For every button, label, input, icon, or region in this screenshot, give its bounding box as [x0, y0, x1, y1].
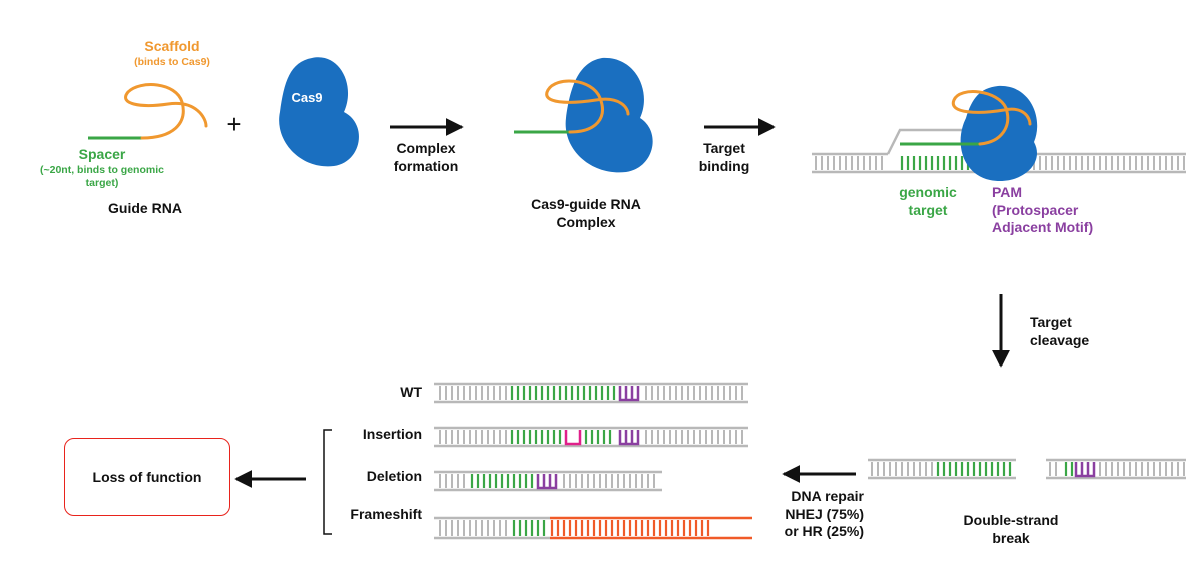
pam-line-1: PAM	[992, 184, 1023, 200]
pam-marker	[536, 474, 558, 490]
target-binding-2: binding	[698, 157, 750, 174]
outcome-frameshift-dna	[434, 516, 752, 540]
cas9-protein	[279, 57, 359, 167]
pam-label: PAM (Protospacer Adjacent Motif)	[992, 184, 1132, 237]
spacer-label: Spacer (~20nt, binds to genomic target)	[22, 146, 182, 190]
outcome-wt-dna	[434, 382, 748, 404]
dna-repair-2: NHEJ (75%)	[785, 505, 864, 522]
scaffold-label: Scaffold (binds to Cas9)	[112, 38, 232, 69]
scaffold-sub: (binds to Cas9)	[134, 55, 210, 68]
dsb-line-1: Double-strand	[963, 512, 1059, 528]
genomic-target-1: genomic	[899, 184, 957, 200]
cas9-label: Cas9	[291, 90, 323, 105]
complex-formation-1: Complex	[396, 140, 456, 156]
complex-line-2: Complex	[556, 213, 616, 230]
dna-repair-label: DNA repair NHEJ (75%) or HR (25%)	[760, 488, 864, 541]
complex-formation-label: Complex formation	[378, 140, 474, 175]
pam-marker	[1074, 462, 1096, 478]
complex-label: Cas9-guide RNA Complex	[516, 196, 656, 231]
dna-repair-1: DNA repair	[791, 488, 864, 504]
target-binding-1: Target	[703, 140, 745, 156]
target-binding-label: Target binding	[684, 140, 764, 175]
outcome-frameshift-label: Frameshift	[350, 506, 422, 522]
plus-sign: +	[226, 109, 242, 139]
pam-line-3: Adjacent Motif)	[992, 219, 1094, 235]
insertion-marker	[564, 430, 582, 446]
target-dna	[812, 85, 1186, 182]
outcome-deletion-dna	[434, 470, 662, 492]
guide-rna-label: Guide RNA	[108, 200, 182, 216]
scaffold-loop	[124, 83, 208, 140]
outcome-deletion-label: Deletion	[366, 468, 422, 484]
spacer-sub-1: (~20nt, binds to genomic	[40, 163, 164, 176]
loss-of-function-box: Loss of function	[64, 438, 230, 516]
genomic-target-2: target	[908, 201, 948, 218]
pam-marker	[618, 430, 640, 446]
double-strand-break	[868, 458, 1186, 480]
spacer-sub-2: target)	[85, 176, 119, 189]
double-strand-break-label: Double-strand break	[956, 512, 1066, 547]
complex-line-1: Cas9-guide RNA	[531, 196, 641, 212]
pam-marker	[618, 386, 640, 402]
scaffold-title: Scaffold	[144, 38, 200, 54]
target-cleavage-1: Target	[1030, 314, 1072, 330]
dsb-line-2: break	[992, 529, 1030, 546]
cas9-guide-complex	[514, 57, 653, 173]
loss-of-function-label: Loss of function	[92, 469, 202, 485]
pam-line-2: (Protospacer	[992, 201, 1079, 218]
target-cleavage-label: Target cleavage	[1030, 314, 1110, 349]
outcome-bracket	[323, 429, 332, 535]
outcome-insertion-label: Insertion	[362, 426, 422, 442]
outcome-insertion-dna	[434, 426, 748, 448]
outcome-wt-label: WT	[400, 384, 422, 400]
complex-formation-2: formation	[393, 157, 459, 174]
dna-repair-3: or HR (25%)	[784, 523, 864, 539]
genomic-target-label: genomic target	[888, 184, 968, 219]
guide-rna-graphic	[88, 83, 208, 140]
spacer-title: Spacer	[78, 146, 126, 162]
target-cleavage-2: cleavage	[1030, 331, 1090, 348]
